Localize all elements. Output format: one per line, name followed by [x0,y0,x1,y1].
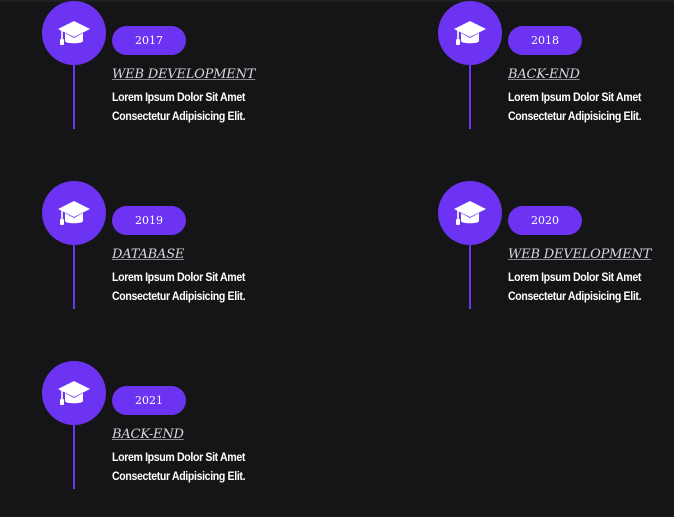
graduation-cap-icon [58,201,90,225]
graduation-cap-icon [58,21,90,45]
icon-circle [42,361,106,425]
description-line: Lorem Ipsum Dolor Sit Amet [112,450,246,464]
description-line: Consectetur Adipisicing Elit. [112,469,246,483]
year-badge: 2017 [112,26,186,55]
icon-circle [42,181,106,245]
item-title: BACK-END [112,427,184,442]
item-description: Lorem Ipsum Dolor Sit Amet Consectetur A… [112,448,288,486]
graduation-cap-icon [58,381,90,405]
item-description: Lorem Ipsum Dolor Sit Amet Consectetur A… [112,268,288,306]
timeline-item-2018: 2018 BACK-END Lorem Ipsum Dolor Sit Amet… [438,1,674,141]
top-divider [0,0,674,2]
year-badge: 2020 [508,206,582,235]
item-title: WEB DEVELOPMENT [508,247,652,262]
timeline-line [469,245,471,309]
description-line: Consectetur Adipisicing Elit. [508,289,642,303]
description-line: Consectetur Adipisicing Elit. [508,109,642,123]
item-description: Lorem Ipsum Dolor Sit Amet Consectetur A… [112,88,288,126]
year-badge: 2021 [112,386,186,415]
item-title: DATABASE [112,247,185,262]
graduation-cap-icon [454,201,486,225]
timeline-line [73,245,75,309]
description-line: Consectetur Adipisicing Elit. [112,109,246,123]
timeline-item-2019: 2019 DATABASE Lorem Ipsum Dolor Sit Amet… [42,181,342,321]
timeline-line [73,65,75,129]
description-line: Consectetur Adipisicing Elit. [112,289,246,303]
timeline-item-2020: 2020 WEB DEVELOPMENT Lorem Ipsum Dolor S… [438,181,674,321]
timeline-line [73,425,75,489]
description-line: Lorem Ipsum Dolor Sit Amet [112,270,246,284]
timeline-line [469,65,471,129]
year-badge: 2019 [112,206,186,235]
item-description: Lorem Ipsum Dolor Sit Amet Consectetur A… [508,88,674,126]
description-line: Lorem Ipsum Dolor Sit Amet [508,90,642,104]
icon-circle [42,1,106,65]
timeline-item-2021: 2021 BACK-END Lorem Ipsum Dolor Sit Amet… [42,361,342,501]
year-badge: 2018 [508,26,582,55]
item-title: WEB DEVELOPMENT [112,67,256,82]
icon-circle [438,181,502,245]
description-line: Lorem Ipsum Dolor Sit Amet [112,90,246,104]
icon-circle [438,1,502,65]
timeline-item-2017: 2017 WEB DEVELOPMENT Lorem Ipsum Dolor S… [42,1,342,141]
item-description: Lorem Ipsum Dolor Sit Amet Consectetur A… [508,268,674,306]
item-title: BACK-END [508,67,580,82]
graduation-cap-icon [454,21,486,45]
description-line: Lorem Ipsum Dolor Sit Amet [508,270,642,284]
